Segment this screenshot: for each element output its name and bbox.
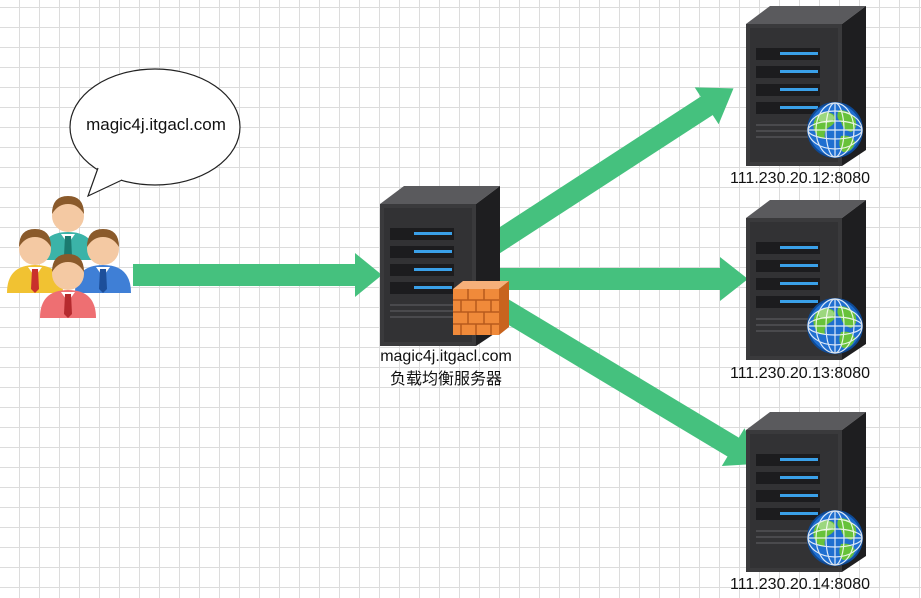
firewall-icon	[453, 281, 509, 335]
users-group-icon	[7, 196, 131, 318]
server-3-address: 111.230.20.14:8080	[730, 576, 870, 593]
server-1-address: 111.230.20.12:8080	[730, 170, 870, 187]
globe-icon	[807, 102, 863, 158]
globe-icon	[807, 298, 863, 354]
server-2-address: 111.230.20.13:8080	[730, 365, 870, 382]
speech-bubble	[69, 68, 241, 198]
flow-arrows	[133, 87, 761, 466]
arrow-balancer-to-server-1	[487, 87, 734, 254]
arrow-users-to-balancer	[133, 253, 382, 297]
bubble-text: magic4j.itgacl.com	[86, 115, 226, 134]
load-balancer-domain: magic4j.itgacl.com	[380, 348, 512, 365]
globe-icon	[807, 510, 863, 566]
arrow-balancer-to-server-2	[500, 257, 748, 301]
load-balancer-name: 负载均衡服务器	[389, 371, 502, 388]
